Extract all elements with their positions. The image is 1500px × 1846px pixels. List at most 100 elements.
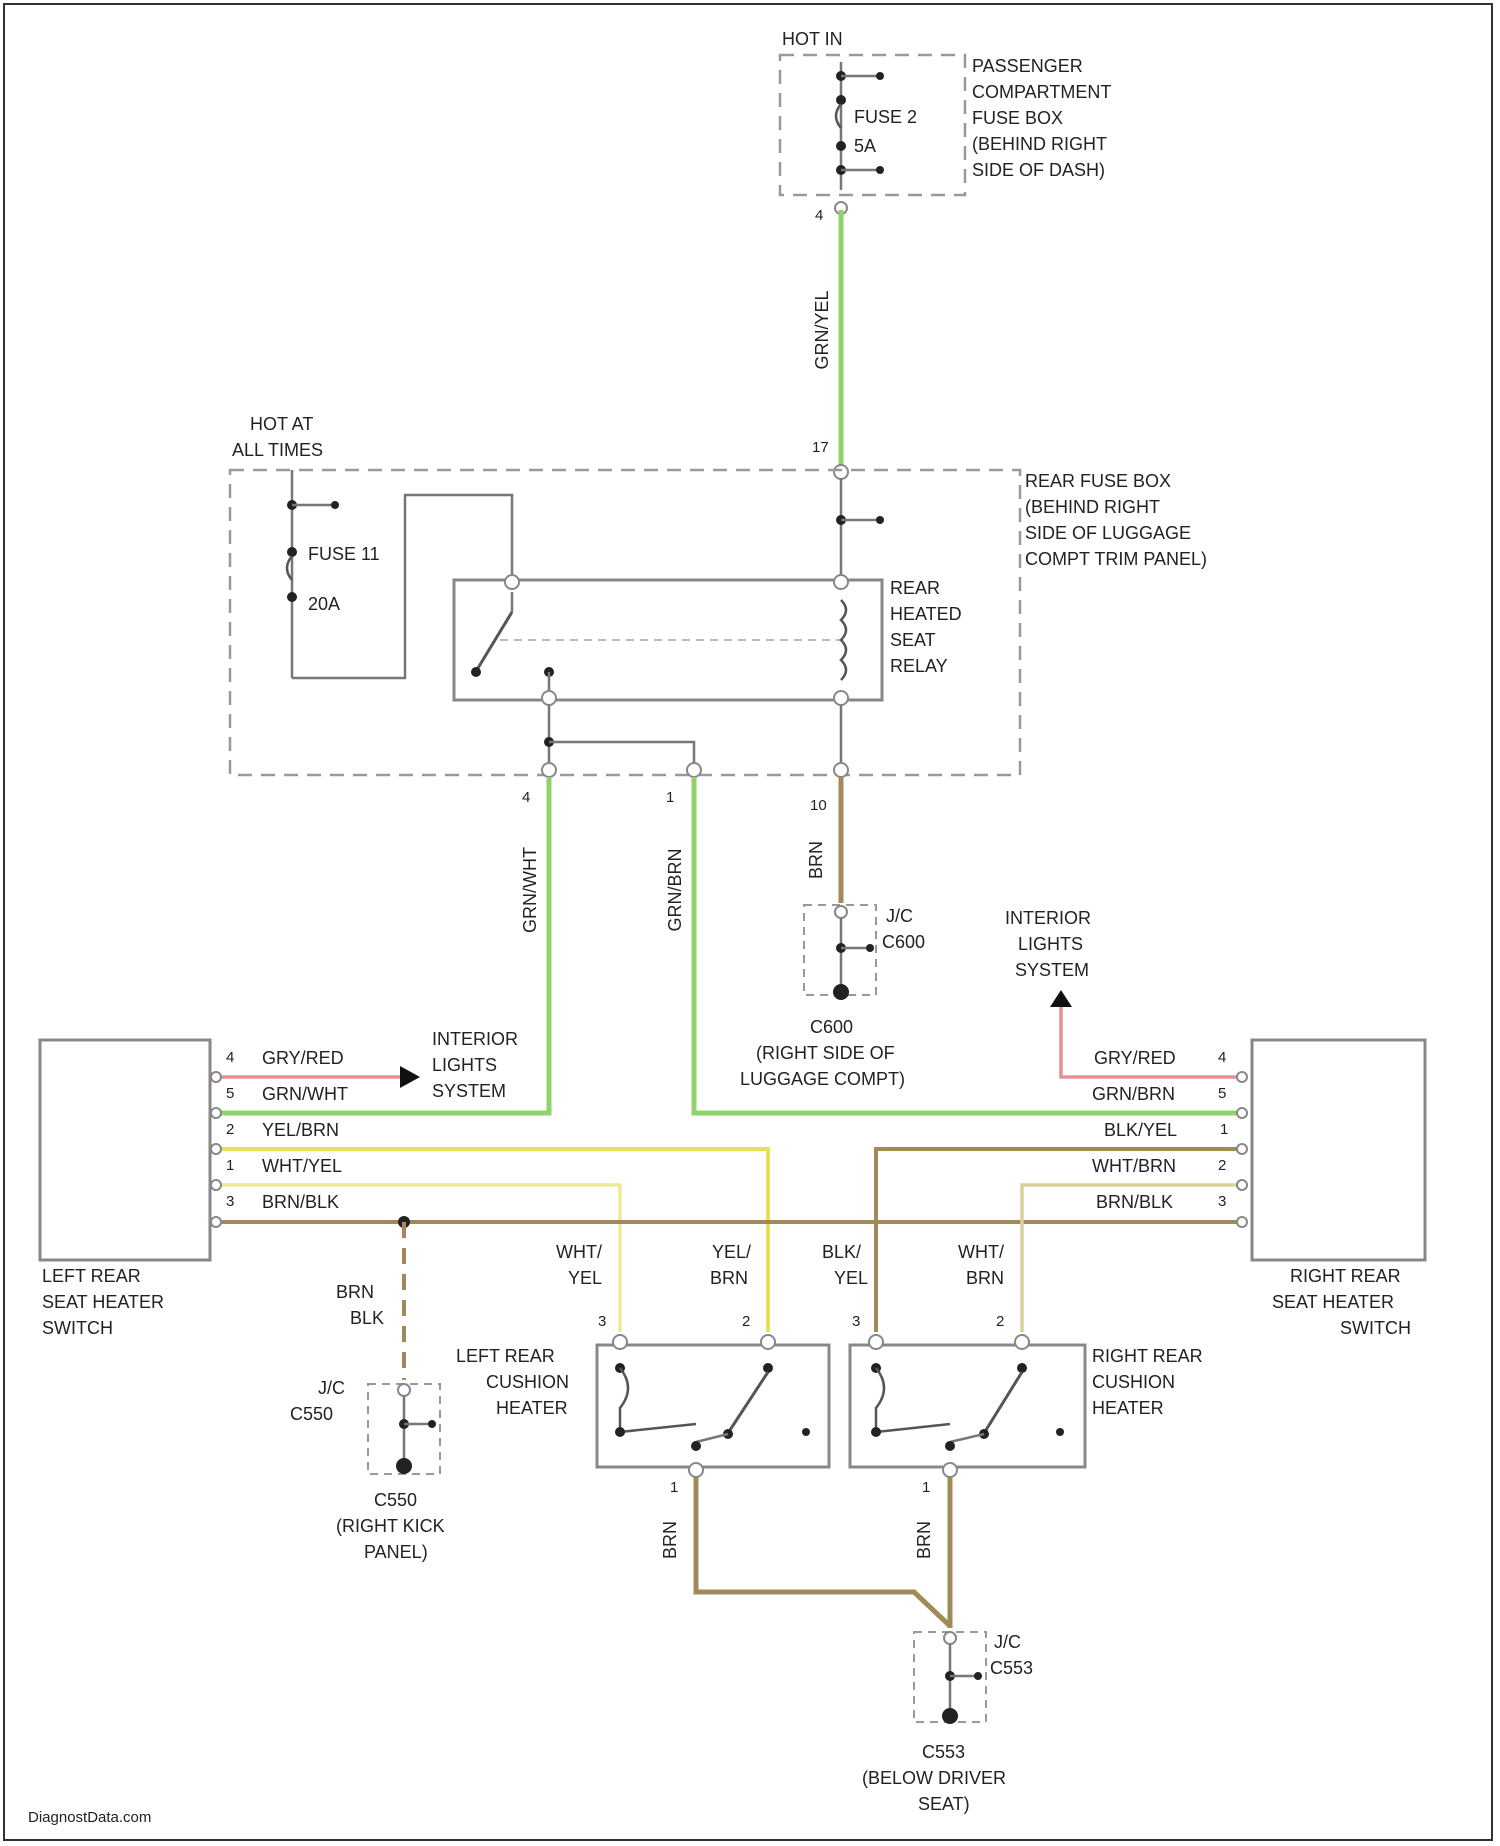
svg-text:3: 3 [1218, 1193, 1226, 1210]
interior-lights-system-right: INTERIOR LIGHTS SYSTEM [1005, 908, 1091, 980]
svg-text:HEATER: HEATER [496, 1398, 568, 1418]
svg-text:HOT AT: HOT AT [250, 414, 313, 434]
svg-text:HEATED: HEATED [890, 604, 962, 624]
right-cushion-pin-3: 3 [852, 1313, 860, 1330]
wire-blk-yel [876, 1149, 1240, 1332]
left-switch-pin-5: 5 GRN/WHT [226, 1084, 348, 1104]
svg-text:SWITCH: SWITCH [42, 1318, 113, 1338]
right-switch-pin-3: BRN/BLK 3 [1096, 1192, 1226, 1212]
svg-text:SIDE OF LUGGAGE: SIDE OF LUGGAGE [1025, 523, 1191, 543]
wire-grn-yel-label: GRN/YEL [812, 290, 832, 369]
ground-c553-icon [942, 1708, 958, 1724]
left-switch-terminals [211, 1072, 221, 1227]
svg-text:C600: C600 [810, 1017, 853, 1037]
left-rear-seat-heater-switch [40, 1040, 210, 1260]
left-rear-cushion-heater [597, 1345, 829, 1467]
right-switch-terminals [1237, 1072, 1247, 1227]
svg-text:2: 2 [226, 1121, 234, 1138]
pin-17: 17 [812, 439, 829, 456]
svg-text:COMPT TRIM PANEL): COMPT TRIM PANEL) [1025, 549, 1207, 569]
right-rear-cushion-heater-label: RIGHT REAR CUSHION HEATER [1092, 1346, 1203, 1418]
pin-10-rear: 10 [810, 797, 827, 814]
pin-1-rear: 1 [666, 789, 674, 806]
svg-text:J/C: J/C [886, 906, 913, 926]
svg-text:WHT/: WHT/ [958, 1242, 1004, 1262]
rear-heated-seat-relay-label: REAR HEATED SEAT RELAY [890, 578, 962, 676]
svg-text:BRN: BRN [710, 1268, 748, 1288]
left-rear-seat-heater-switch-label: LEFT REAR SEAT HEATER SWITCH [42, 1266, 164, 1338]
left-cushion-pin-3: 3 [598, 1313, 606, 1330]
ground-c550-icon [396, 1458, 412, 1474]
arrow-right-icon [400, 1066, 420, 1088]
wire-brn-left-cushion-label: BRN [660, 1521, 680, 1559]
right-cushion-pin-1: 1 [922, 1479, 930, 1496]
wire-brn-left-cushion [696, 1477, 950, 1626]
svg-text:LIGHTS: LIGHTS [432, 1055, 497, 1075]
left-cushion-pin-2: 2 [742, 1313, 750, 1330]
svg-text:5: 5 [226, 1085, 234, 1102]
svg-text:CUSHION: CUSHION [486, 1372, 569, 1392]
svg-text:SIDE OF DASH): SIDE OF DASH) [972, 160, 1105, 180]
svg-text:LIGHTS: LIGHTS [1018, 934, 1083, 954]
right-switch-pin-5: GRN/BRN 5 [1092, 1084, 1226, 1104]
svg-text:5: 5 [1218, 1085, 1226, 1102]
svg-text:YEL/: YEL/ [712, 1242, 751, 1262]
right-cushion-wire-labels: BLK/ YEL WHT/ BRN [822, 1242, 1004, 1288]
left-switch-pin-3: 3 BRN/BLK [226, 1192, 339, 1212]
interior-lights-system-left: INTERIOR LIGHTS SYSTEM [432, 1029, 518, 1101]
passenger-fuse-box-label: PASSENGER COMPARTMENT FUSE BOX (BEHIND R… [972, 56, 1111, 180]
junction-c550-label: J/C C550 [290, 1378, 345, 1424]
left-cushion-wire-labels: WHT/ YEL YEL/ BRN [556, 1242, 751, 1288]
junction-c600-label: J/C C600 [882, 906, 925, 952]
svg-text:BRN: BRN [336, 1282, 374, 1302]
junction-c553-label: J/C C553 [990, 1632, 1033, 1678]
svg-text:BLK/YEL: BLK/YEL [1104, 1120, 1177, 1140]
svg-text:GRY/RED: GRY/RED [262, 1048, 344, 1068]
svg-text:BRN/BLK: BRN/BLK [1096, 1192, 1173, 1212]
svg-text:WHT/YEL: WHT/YEL [262, 1156, 342, 1176]
fuse-2-rating: 5A [854, 136, 876, 156]
right-switch-pin-2: WHT/BRN 2 [1092, 1156, 1226, 1176]
svg-text:WHT/: WHT/ [556, 1242, 602, 1262]
fuse-11-label: FUSE 11 [308, 544, 380, 564]
diagram-frame [4, 4, 1492, 1840]
pin-4-rear: 4 [522, 789, 530, 806]
right-cushion-pin-2: 2 [996, 1313, 1004, 1330]
left-rear-cushion-heater-label: LEFT REAR CUSHION HEATER [456, 1346, 569, 1418]
fuse-11-rating: 20A [308, 594, 340, 614]
svg-text:RIGHT REAR: RIGHT REAR [1092, 1346, 1203, 1366]
svg-text:1: 1 [226, 1157, 234, 1174]
svg-text:BRN: BRN [966, 1268, 1004, 1288]
svg-text:YEL: YEL [834, 1268, 868, 1288]
svg-text:J/C: J/C [318, 1378, 345, 1398]
svg-text:(BEHIND RIGHT: (BEHIND RIGHT [1025, 497, 1160, 517]
right-switch-pin-4: GRY/RED 4 [1094, 1048, 1226, 1068]
pin-4-top: 4 [815, 207, 823, 224]
svg-text:SYSTEM: SYSTEM [1015, 960, 1089, 980]
left-switch-pin-2: 2 YEL/BRN [226, 1120, 339, 1140]
ground-c553-label: C553 (BELOW DRIVER SEAT) [862, 1742, 1006, 1814]
svg-text:BRN/BLK: BRN/BLK [262, 1192, 339, 1212]
svg-text:CUSHION: CUSHION [1092, 1372, 1175, 1392]
svg-text:GRN/WHT: GRN/WHT [262, 1084, 348, 1104]
svg-text:1: 1 [1220, 1121, 1228, 1138]
svg-text:LEFT REAR: LEFT REAR [456, 1346, 555, 1366]
svg-text:C600: C600 [882, 932, 925, 952]
svg-text:C553: C553 [990, 1658, 1033, 1678]
ground-c550-label: C550 (RIGHT KICK PANEL) [336, 1490, 445, 1562]
svg-text:FUSE BOX: FUSE BOX [972, 108, 1063, 128]
svg-text:HEATER: HEATER [1092, 1398, 1164, 1418]
svg-text:PANEL): PANEL) [364, 1542, 428, 1562]
svg-text:REAR: REAR [890, 578, 940, 598]
right-rear-cushion-heater [850, 1345, 1085, 1467]
svg-text:INTERIOR: INTERIOR [432, 1029, 518, 1049]
arrow-up-icon [1050, 990, 1072, 1007]
wire-grn-wht-label: GRN/WHT [520, 847, 540, 933]
svg-text:WHT/BRN: WHT/BRN [1092, 1156, 1176, 1176]
svg-text:(BEHIND RIGHT: (BEHIND RIGHT [972, 134, 1107, 154]
svg-text:RIGHT REAR: RIGHT REAR [1290, 1266, 1401, 1286]
svg-text:SYSTEM: SYSTEM [432, 1081, 506, 1101]
svg-text:J/C: J/C [994, 1632, 1021, 1652]
svg-text:C553: C553 [922, 1742, 965, 1762]
